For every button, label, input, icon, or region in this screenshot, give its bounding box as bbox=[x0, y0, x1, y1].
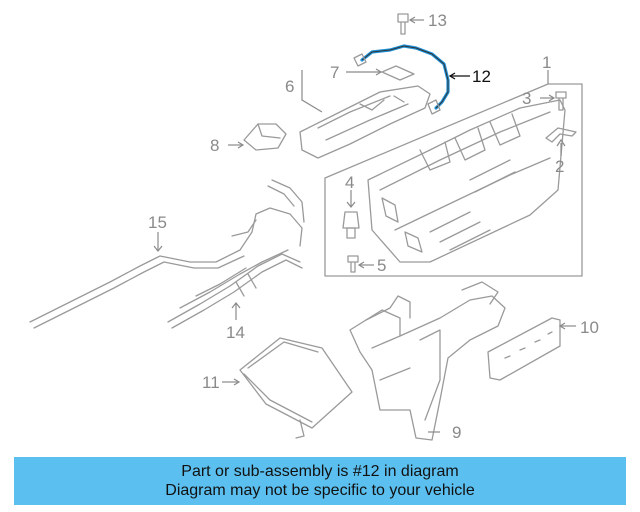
part-12-cable-highlighted bbox=[353, 44, 470, 115]
callout-4: 4 bbox=[345, 173, 354, 192]
part-10-plate bbox=[487, 317, 576, 381]
part-12-cable-path bbox=[360, 44, 450, 110]
callout-6: 6 bbox=[285, 77, 294, 96]
part-11-box bbox=[222, 337, 353, 439]
part-1-inverter bbox=[367, 99, 566, 263]
part-13-bolt bbox=[397, 13, 424, 35]
callout-8: 8 bbox=[210, 136, 219, 155]
callout-11: 11 bbox=[202, 373, 220, 392]
part-15-cable bbox=[29, 179, 305, 329]
part-8-cap bbox=[228, 123, 287, 151]
part-5-bolt bbox=[347, 255, 374, 273]
part-7-gasket bbox=[346, 65, 415, 81]
callout-5: 5 bbox=[377, 256, 386, 275]
banner-line-2: Diagram may not be specific to your vehi… bbox=[165, 482, 475, 499]
info-banner: Part or sub-assembly is #12 in diagram D… bbox=[14, 457, 626, 505]
callout-15: 15 bbox=[148, 213, 167, 232]
callout-14: 14 bbox=[226, 323, 245, 342]
part-2-bracket bbox=[545, 127, 577, 156]
part-6-cover bbox=[299, 70, 431, 159]
part-4-mount bbox=[342, 190, 360, 239]
part-9-mount-bracket bbox=[349, 281, 506, 441]
part-14-harness bbox=[167, 249, 303, 329]
callout-13: 13 bbox=[428, 11, 447, 30]
part-1-inverter-frame bbox=[324, 70, 583, 277]
banner-line-1: Part or sub-assembly is #12 in diagram bbox=[181, 463, 459, 480]
callout-2: 2 bbox=[555, 157, 564, 176]
callout-9: 9 bbox=[452, 423, 461, 442]
callout-1: 1 bbox=[542, 53, 551, 72]
callout-10: 10 bbox=[580, 318, 599, 337]
callout-3: 3 bbox=[522, 89, 531, 108]
callout-7: 7 bbox=[330, 63, 339, 82]
callout-12: 12 bbox=[472, 67, 491, 86]
part-3-bolt bbox=[540, 91, 567, 111]
